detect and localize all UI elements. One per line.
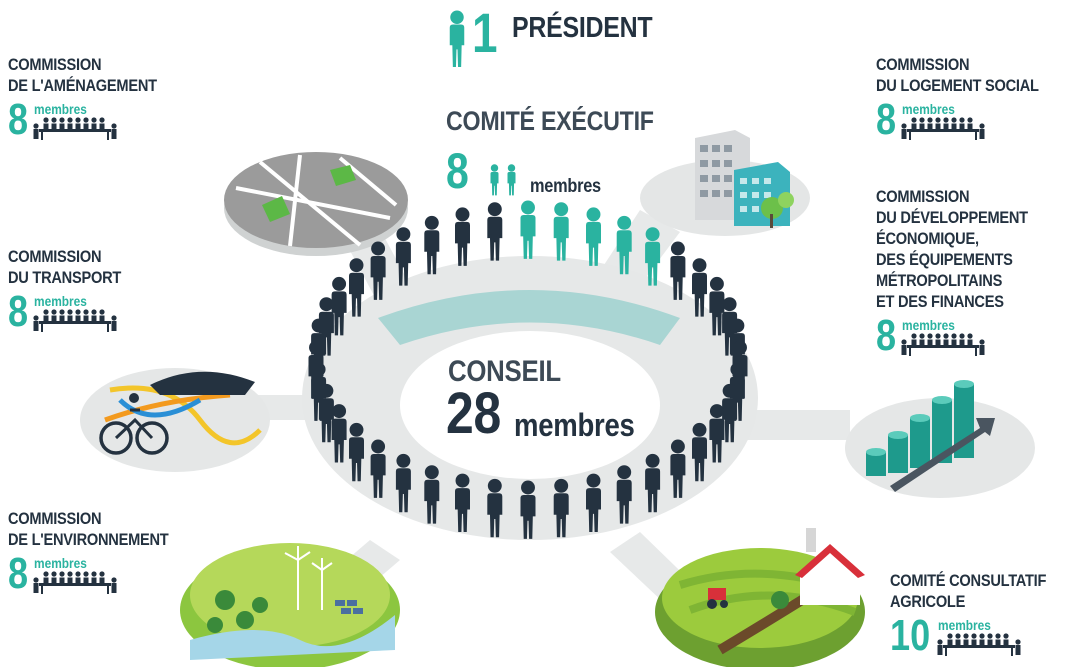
meeting-table-icon: [900, 116, 986, 140]
commission-unit: membres: [34, 555, 87, 571]
commission-title-line: MÉTROPOLITAINS: [876, 271, 1003, 290]
commission-title: COMMISSION DE L'ENVIRONNEMENT: [8, 508, 169, 550]
executive-committee-count: 8: [446, 143, 469, 199]
commission-title-line: COMMISSION: [8, 55, 102, 74]
president-figure-icon: [449, 10, 465, 67]
agriculture-island: [655, 528, 865, 667]
commission-unit: membres: [902, 101, 955, 117]
president-count: 1: [472, 1, 498, 64]
meeting-table-icon: [32, 308, 118, 332]
meeting-table-icon: [32, 116, 118, 140]
council-count: 28: [446, 381, 501, 446]
commission-count: 8: [876, 311, 897, 360]
environment-island: [180, 543, 400, 667]
commission-title-line: COMMISSION: [8, 247, 102, 266]
commission-title: COMMISSION DE L'AMÉNAGEMENT: [8, 54, 157, 96]
commission-unit: membres: [938, 617, 991, 633]
commission-title: COMITÉ CONSULTATIF AGRICOLE: [890, 570, 1046, 612]
council-title: CONSEIL: [448, 355, 561, 388]
commission-title-line: AGRICOLE: [890, 592, 966, 611]
commission-count: 8: [8, 549, 29, 598]
commission-title: COMMISSION DU DÉVELOPPEMENT ÉCONOMIQUE, DES…: [876, 186, 1028, 312]
meeting-table-icon: [936, 632, 1022, 656]
commission-title-line: DU TRANSPORT: [8, 268, 122, 287]
commission-unit: membres: [34, 293, 87, 309]
executive-member-figure: [586, 207, 601, 266]
president-label: PRÉSIDENT: [512, 12, 653, 44]
commission-title-line: COMITÉ CONSULTATIF: [890, 571, 1047, 590]
commission-unit: membres: [34, 101, 87, 117]
commission-title-line: COMMISSION: [876, 187, 970, 206]
commission-title-line: COMMISSION: [8, 509, 102, 528]
meeting-table-icon: [32, 570, 118, 594]
council-member-figure: [424, 215, 440, 275]
commission-count: 8: [876, 95, 897, 144]
commission-title-line: COMMISSION: [876, 55, 970, 74]
executive-committee-title: COMITÉ EXÉCUTIF: [446, 106, 654, 136]
executive-committee-unit: membres: [530, 176, 601, 197]
commission-title: COMMISSION DU TRANSPORT: [8, 246, 121, 288]
map-island: [224, 152, 408, 256]
commission-unit: membres: [902, 317, 955, 333]
executive-member-figure: [553, 202, 569, 261]
commission-title-line: DE L'ENVIRONNEMENT: [8, 530, 169, 549]
commission-economique: COMMISSION DU DÉVELOPPEMENT ÉCONOMIQUE, DES…: [876, 186, 1053, 358]
commission-count: 8: [8, 95, 29, 144]
council-member-figure: [455, 207, 470, 266]
council-ring: [302, 256, 758, 540]
president-block: 1: [472, 1, 503, 64]
commission-title-line: DE L'AMÉNAGEMENT: [8, 76, 157, 95]
executive-member-figure: [520, 200, 536, 259]
commission-title: COMMISSION DU LOGEMENT SOCIAL: [876, 54, 1039, 96]
commission-count: 10: [890, 611, 931, 660]
economy-island: [845, 380, 1035, 498]
commission-title-line: DU DÉVELOPPEMENT: [876, 208, 1028, 227]
executive-figures-icon: [490, 164, 516, 196]
housing-island: [640, 130, 810, 236]
transport-island: [80, 368, 270, 472]
commission-count: 8: [8, 287, 29, 336]
commission-title-line: ÉCONOMIQUE,: [876, 229, 979, 248]
council-unit: membres: [514, 407, 635, 443]
commission-title-line: DES ÉQUIPEMENTS: [876, 250, 1013, 269]
commission-title-line: DU LOGEMENT SOCIAL: [876, 76, 1039, 95]
commission-title-line: ET DES FINANCES: [876, 292, 1004, 311]
council-member-figure: [487, 202, 503, 261]
meeting-table-icon: [900, 332, 986, 356]
